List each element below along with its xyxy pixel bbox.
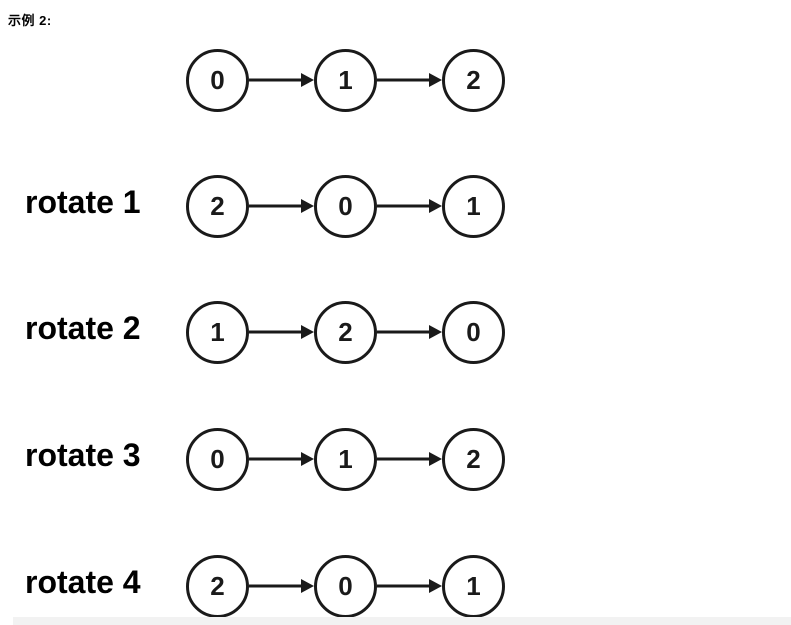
node-value: 1 <box>466 191 481 221</box>
list-node: 0 <box>314 554 377 618</box>
list-node: 1 <box>186 300 249 364</box>
next-pointer-arrow-icon <box>249 451 314 467</box>
arrow-head <box>301 452 314 466</box>
list-row-rotate-1: rotate 1 2 0 1 <box>0 174 791 238</box>
node-value: 2 <box>210 191 225 221</box>
arrow-head <box>429 73 442 87</box>
arrow-head <box>429 579 442 593</box>
example-title: 示例 2: <box>8 13 52 28</box>
list-node: 2 <box>442 427 505 491</box>
arrow-line <box>249 457 305 461</box>
next-pointer-arrow-icon <box>377 451 442 467</box>
list-row-rotate-3: rotate 3 0 1 2 <box>0 427 791 491</box>
list-node: 1 <box>314 48 377 112</box>
arrow-head <box>429 199 442 213</box>
linked-list-chain: 0 1 2 <box>186 48 505 112</box>
node-value: 1 <box>338 444 353 474</box>
arrow-head <box>301 73 314 87</box>
node-value: 1 <box>338 65 353 95</box>
next-pointer-arrow-icon <box>249 198 314 214</box>
node-value: 1 <box>210 317 225 347</box>
node-value: 1 <box>466 571 481 601</box>
next-pointer-arrow-icon <box>249 72 314 88</box>
row-label: rotate 2 <box>25 309 141 346</box>
list-node: 0 <box>314 174 377 238</box>
node-value: 2 <box>338 317 353 347</box>
node-value: 2 <box>466 65 481 95</box>
linked-list-chain: 2 0 1 <box>186 554 505 618</box>
list-node: 0 <box>442 300 505 364</box>
arrow-head <box>301 325 314 339</box>
arrow-head <box>301 579 314 593</box>
list-node: 1 <box>314 427 377 491</box>
list-row-rotate-2: rotate 2 1 2 0 <box>0 300 791 364</box>
arrow-line <box>249 584 305 588</box>
next-pointer-arrow-icon <box>249 324 314 340</box>
arrow-line <box>377 78 433 82</box>
arrow-line <box>249 204 305 208</box>
next-pointer-arrow-icon <box>377 578 442 594</box>
list-node: 0 <box>186 48 249 112</box>
arrow-line <box>249 330 305 334</box>
arrow-line <box>377 330 433 334</box>
list-node: 0 <box>186 427 249 491</box>
linked-list-chain: 0 1 2 <box>186 427 505 491</box>
linked-list-chain: 2 0 1 <box>186 174 505 238</box>
arrow-line <box>249 78 305 82</box>
next-content-block-edge <box>13 617 791 625</box>
next-pointer-arrow-icon <box>377 72 442 88</box>
next-pointer-arrow-icon <box>377 198 442 214</box>
arrow-head <box>301 199 314 213</box>
next-pointer-arrow-icon <box>377 324 442 340</box>
node-value: 0 <box>210 444 225 474</box>
list-node: 2 <box>186 174 249 238</box>
row-label: rotate 1 <box>25 183 141 220</box>
list-node: 2 <box>442 48 505 112</box>
linked-list-chain: 1 2 0 <box>186 300 505 364</box>
node-value: 0 <box>466 317 481 347</box>
list-node: 1 <box>442 174 505 238</box>
arrow-line <box>377 204 433 208</box>
arrow-line <box>377 457 433 461</box>
node-value: 0 <box>338 191 353 221</box>
arrow-line <box>377 584 433 588</box>
arrow-head <box>429 325 442 339</box>
list-row-rotate-4: rotate 4 2 0 1 <box>0 554 791 618</box>
list-row-initial: 0 1 2 <box>0 48 791 112</box>
next-pointer-arrow-icon <box>249 578 314 594</box>
node-value: 2 <box>210 571 225 601</box>
row-label: rotate 4 <box>25 563 141 600</box>
list-node: 2 <box>314 300 377 364</box>
node-value: 0 <box>338 571 353 601</box>
row-label: rotate 3 <box>25 436 141 473</box>
list-node: 1 <box>442 554 505 618</box>
node-value: 0 <box>210 65 225 95</box>
list-node: 2 <box>186 554 249 618</box>
node-value: 2 <box>466 444 481 474</box>
arrow-head <box>429 452 442 466</box>
